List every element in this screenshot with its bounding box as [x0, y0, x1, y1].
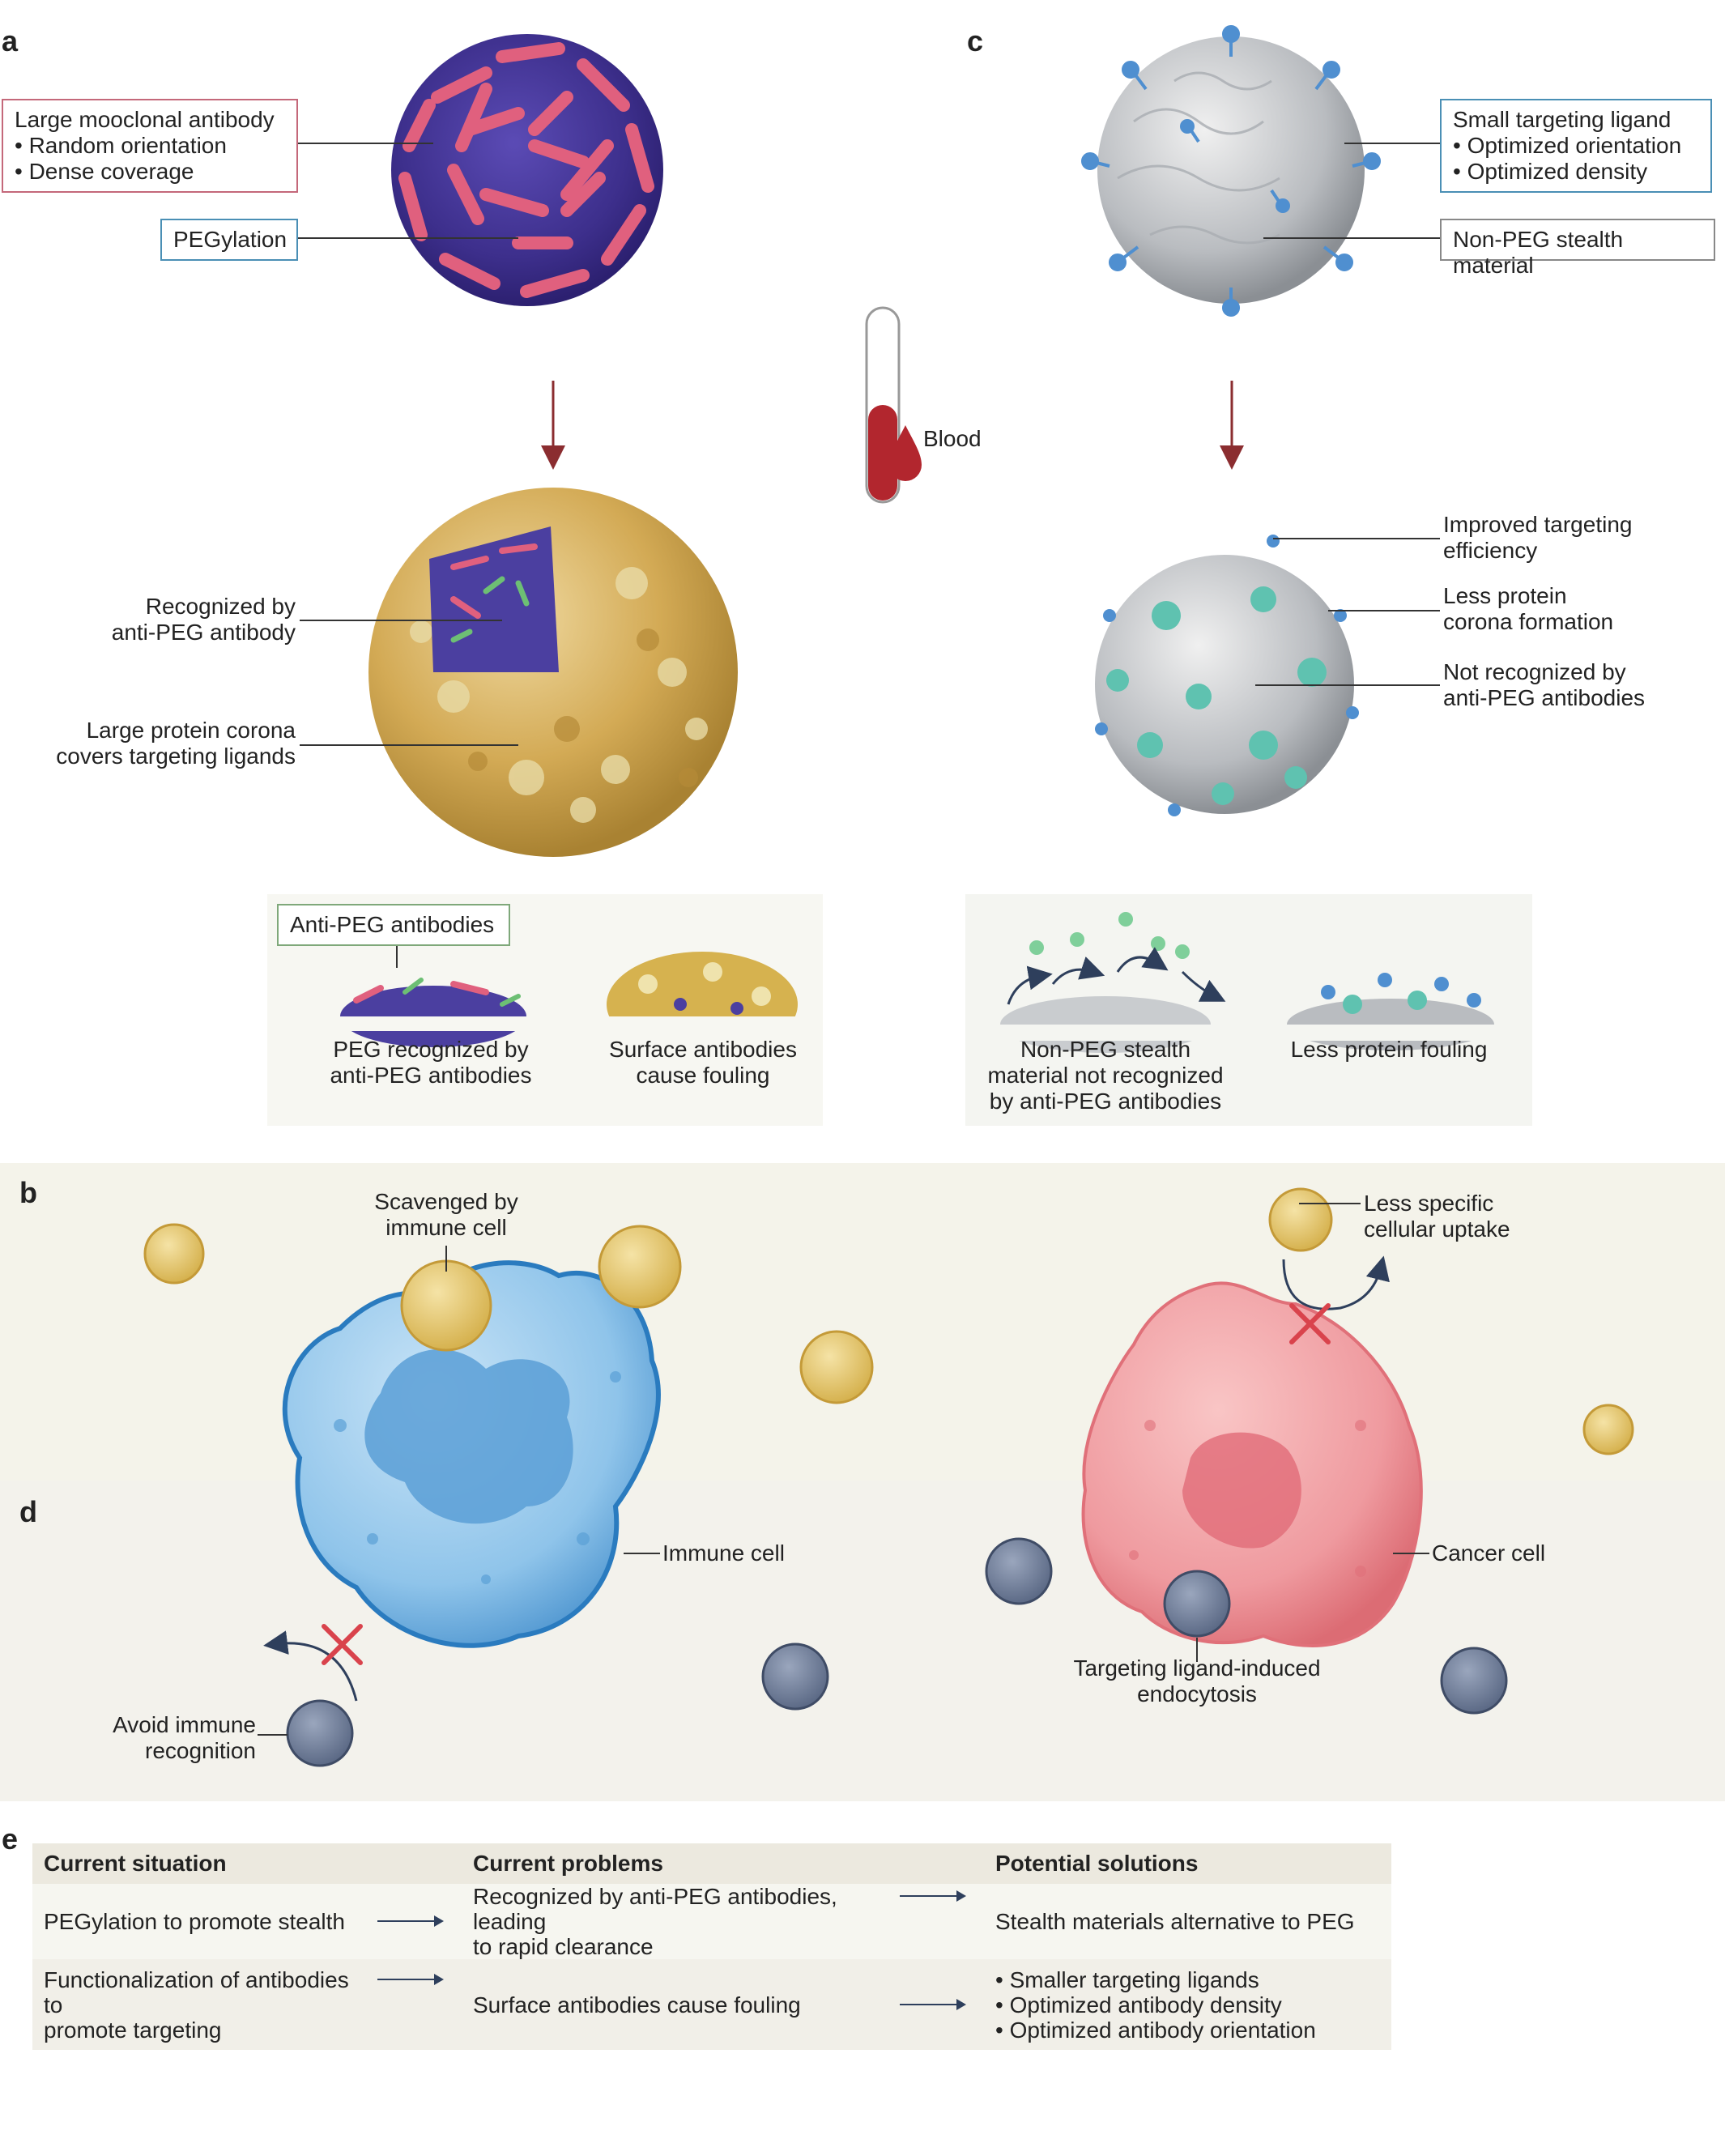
antibody-label-line1: Large mooclonal antibody — [15, 107, 275, 132]
anti-peg-inset-label: Anti-PEG antibodies — [290, 912, 495, 937]
panel-label-e: e — [2, 1822, 19, 1856]
stealth-ligand-nanoparticle — [1081, 25, 1381, 317]
panel-label-a: a — [2, 24, 19, 58]
inset-less-fouling-drawing — [1284, 973, 1498, 1050]
inset-c-right-label: Less protein fouling — [1290, 1037, 1488, 1062]
ligand-label-line3: • Optimized density — [1453, 159, 1648, 184]
table-header-row: Current situation Current problems Poten… — [32, 1843, 1391, 1884]
stealth-corona-nanoparticle — [1095, 535, 1359, 816]
stealth-label-box: Non-PEG stealth material — [1440, 219, 1715, 278]
row2-problem: Surface antibodies cause fouling — [462, 1959, 984, 2050]
row2-solution: • Smaller targeting ligands• Optimized a… — [984, 1959, 1391, 2050]
blood-tube-icon — [865, 306, 922, 504]
inset-fouling-drawing — [603, 952, 802, 1057]
pegylation-label: PEGylation — [173, 227, 288, 252]
cancer-cell — [1081, 1281, 1423, 1647]
header-situation: Current situation — [32, 1843, 462, 1884]
ligand-label-line2: • Optimized orientation — [1453, 133, 1682, 158]
stealth-label: Non-PEG stealth material — [1453, 227, 1624, 278]
header-problems: Current problems — [462, 1843, 984, 1884]
pegylation-label-box: PEGylation — [160, 219, 298, 261]
inset-peg-recognized-drawing — [340, 978, 526, 1047]
inset-nonpeg-drawing — [996, 912, 1226, 1053]
arrow-icon — [377, 1915, 444, 1927]
anti-peg-inset-box: Anti-PEG antibodies — [277, 904, 510, 946]
summary-table: Current situation Current problems Poten… — [32, 1843, 1391, 2050]
header-solutions: Potential solutions — [984, 1843, 1391, 1884]
immune-cell — [282, 1260, 661, 1648]
antibody-label-line2: • Random orientation — [15, 133, 227, 158]
yellow-nanoparticles — [143, 1187, 1634, 1455]
row1-situation: PEGylation to promote stealth — [32, 1884, 462, 1959]
block-x-icons — [322, 1303, 1331, 1665]
ligand-label-box: Small targeting ligand • Optimized orien… — [1440, 99, 1712, 193]
blood-label: Blood — [923, 426, 982, 451]
arrow-icon — [900, 1890, 966, 1902]
antibody-label-line3: • Dense coverage — [15, 159, 194, 184]
pegylated-antibody-nanoparticle — [391, 34, 663, 306]
row1-solution: Stealth materials alternative to PEG — [984, 1884, 1391, 1959]
immune-cell-label: Immune cell — [662, 1540, 785, 1566]
protein-corona-nanoparticle — [368, 488, 738, 857]
cancer-cell-label: Cancer cell — [1432, 1540, 1546, 1566]
row1-problem: Recognized by anti-PEG antibodies, leadi… — [462, 1884, 984, 1959]
table-row: PEGylation to promote stealth Recognized… — [32, 1884, 1391, 1959]
arrow-icon — [900, 1998, 966, 2010]
stealth-nanoparticles — [286, 1537, 1508, 1767]
panel-label-c: c — [967, 24, 984, 58]
panel-label-b: b — [19, 1176, 37, 1209]
ligand-label-line1: Small targeting ligand — [1453, 107, 1672, 132]
arrow-icon — [377, 1973, 444, 1985]
antibody-label-box: Large mooclonal antibody • Random orient… — [2, 99, 298, 193]
panel-label-d: d — [19, 1495, 37, 1528]
